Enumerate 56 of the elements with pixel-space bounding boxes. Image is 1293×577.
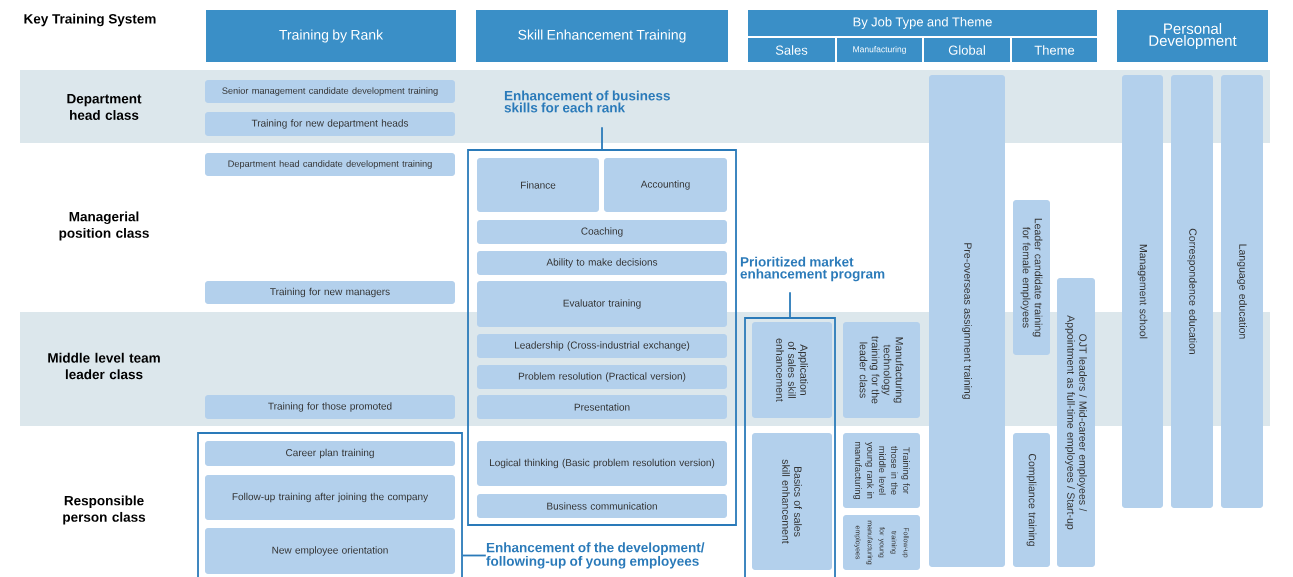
training-box: Logical thinking (Basic problem resolution version): [477, 441, 727, 486]
column-header: Training by Rank: [206, 10, 456, 62]
column-header: Personal Development: [1117, 10, 1268, 62]
node-label: Theme: [1034, 45, 1075, 55]
training-box: Coaching: [477, 220, 727, 244]
column-header: Global: [924, 38, 1010, 62]
node-label: Manufacturing: [853, 46, 906, 54]
row-label: Responsible person class: [63, 495, 146, 525]
training-box: Pre-overseas assignment training: [929, 75, 1005, 567]
training-box: Accounting: [604, 158, 727, 212]
column-header: Skill Enhancement Training: [476, 10, 728, 62]
training-box: Language education: [1221, 75, 1263, 508]
training-box: Training for new managers: [205, 281, 455, 304]
training-box: New employee orientation: [205, 528, 455, 574]
group-frame: [744, 317, 836, 577]
training-box: Department head candidate development training: [205, 153, 455, 176]
node-label: Sales: [775, 45, 808, 55]
training-box: Management school: [1122, 75, 1163, 508]
training-box: Problem resolution (Practical version): [477, 365, 727, 389]
node-label: By Job Type and Theme: [853, 16, 992, 30]
training-box: Training for those promoted: [205, 395, 455, 419]
training-box: Basics of sales skill enhancement: [752, 433, 832, 570]
column-header: By Job Type and Theme: [748, 10, 1097, 36]
callout-text: Prioritized market enhancement program: [740, 256, 885, 282]
training-box: Finance: [477, 158, 599, 212]
training-box: Presentation: [477, 395, 727, 419]
callout-text: Enhancement of business skills for each rank: [504, 90, 670, 113]
training-box: Application of sales skill enhancement: [752, 322, 832, 418]
training-box: Correspondence education: [1171, 75, 1213, 508]
training-box: Manufacturing technology training for the leader class: [843, 322, 920, 418]
training-box: Business communication: [477, 494, 727, 518]
training-box: Leader candidate training for female employees: [1013, 200, 1050, 355]
training-box: Compliance training: [1013, 433, 1050, 567]
training-box: Leadership (Cross-industrial exchange): [477, 334, 727, 358]
training-box: Training for those in the middle level young rank in manufacturing: [843, 433, 920, 508]
group-frame: [197, 432, 463, 577]
leader-line: [789, 291, 791, 318]
row-label: Department head class: [67, 94, 142, 120]
group-frame: [467, 149, 737, 526]
training-box: Follow-up training after joining the company: [205, 475, 455, 520]
training-box: Ability to make decisions: [477, 251, 727, 275]
training-box: Career plan training: [205, 441, 455, 466]
leader-line: [601, 126, 603, 150]
column-header: Sales: [748, 38, 835, 62]
training-box: OJT leaders / Mid-career employees / Appointment as full-time employees / Start-up: [1057, 278, 1095, 567]
training-box: Senior management candidate development training: [205, 80, 455, 103]
training-box: Evaluator training: [477, 281, 727, 327]
row-label: Middle level team leader class: [48, 352, 160, 380]
row-label: Managerial position class: [59, 211, 149, 241]
leader-line: [462, 554, 487, 557]
training-box: Training for new department heads: [205, 112, 455, 136]
column-header: Manufacturing: [837, 38, 922, 62]
callout-text: Enhancement of the development/ following-up of young employees: [486, 542, 705, 569]
diagram-title: Key Training System: [24, 13, 156, 27]
column-header: Theme: [1012, 38, 1097, 62]
node-label: Global: [948, 45, 985, 55]
